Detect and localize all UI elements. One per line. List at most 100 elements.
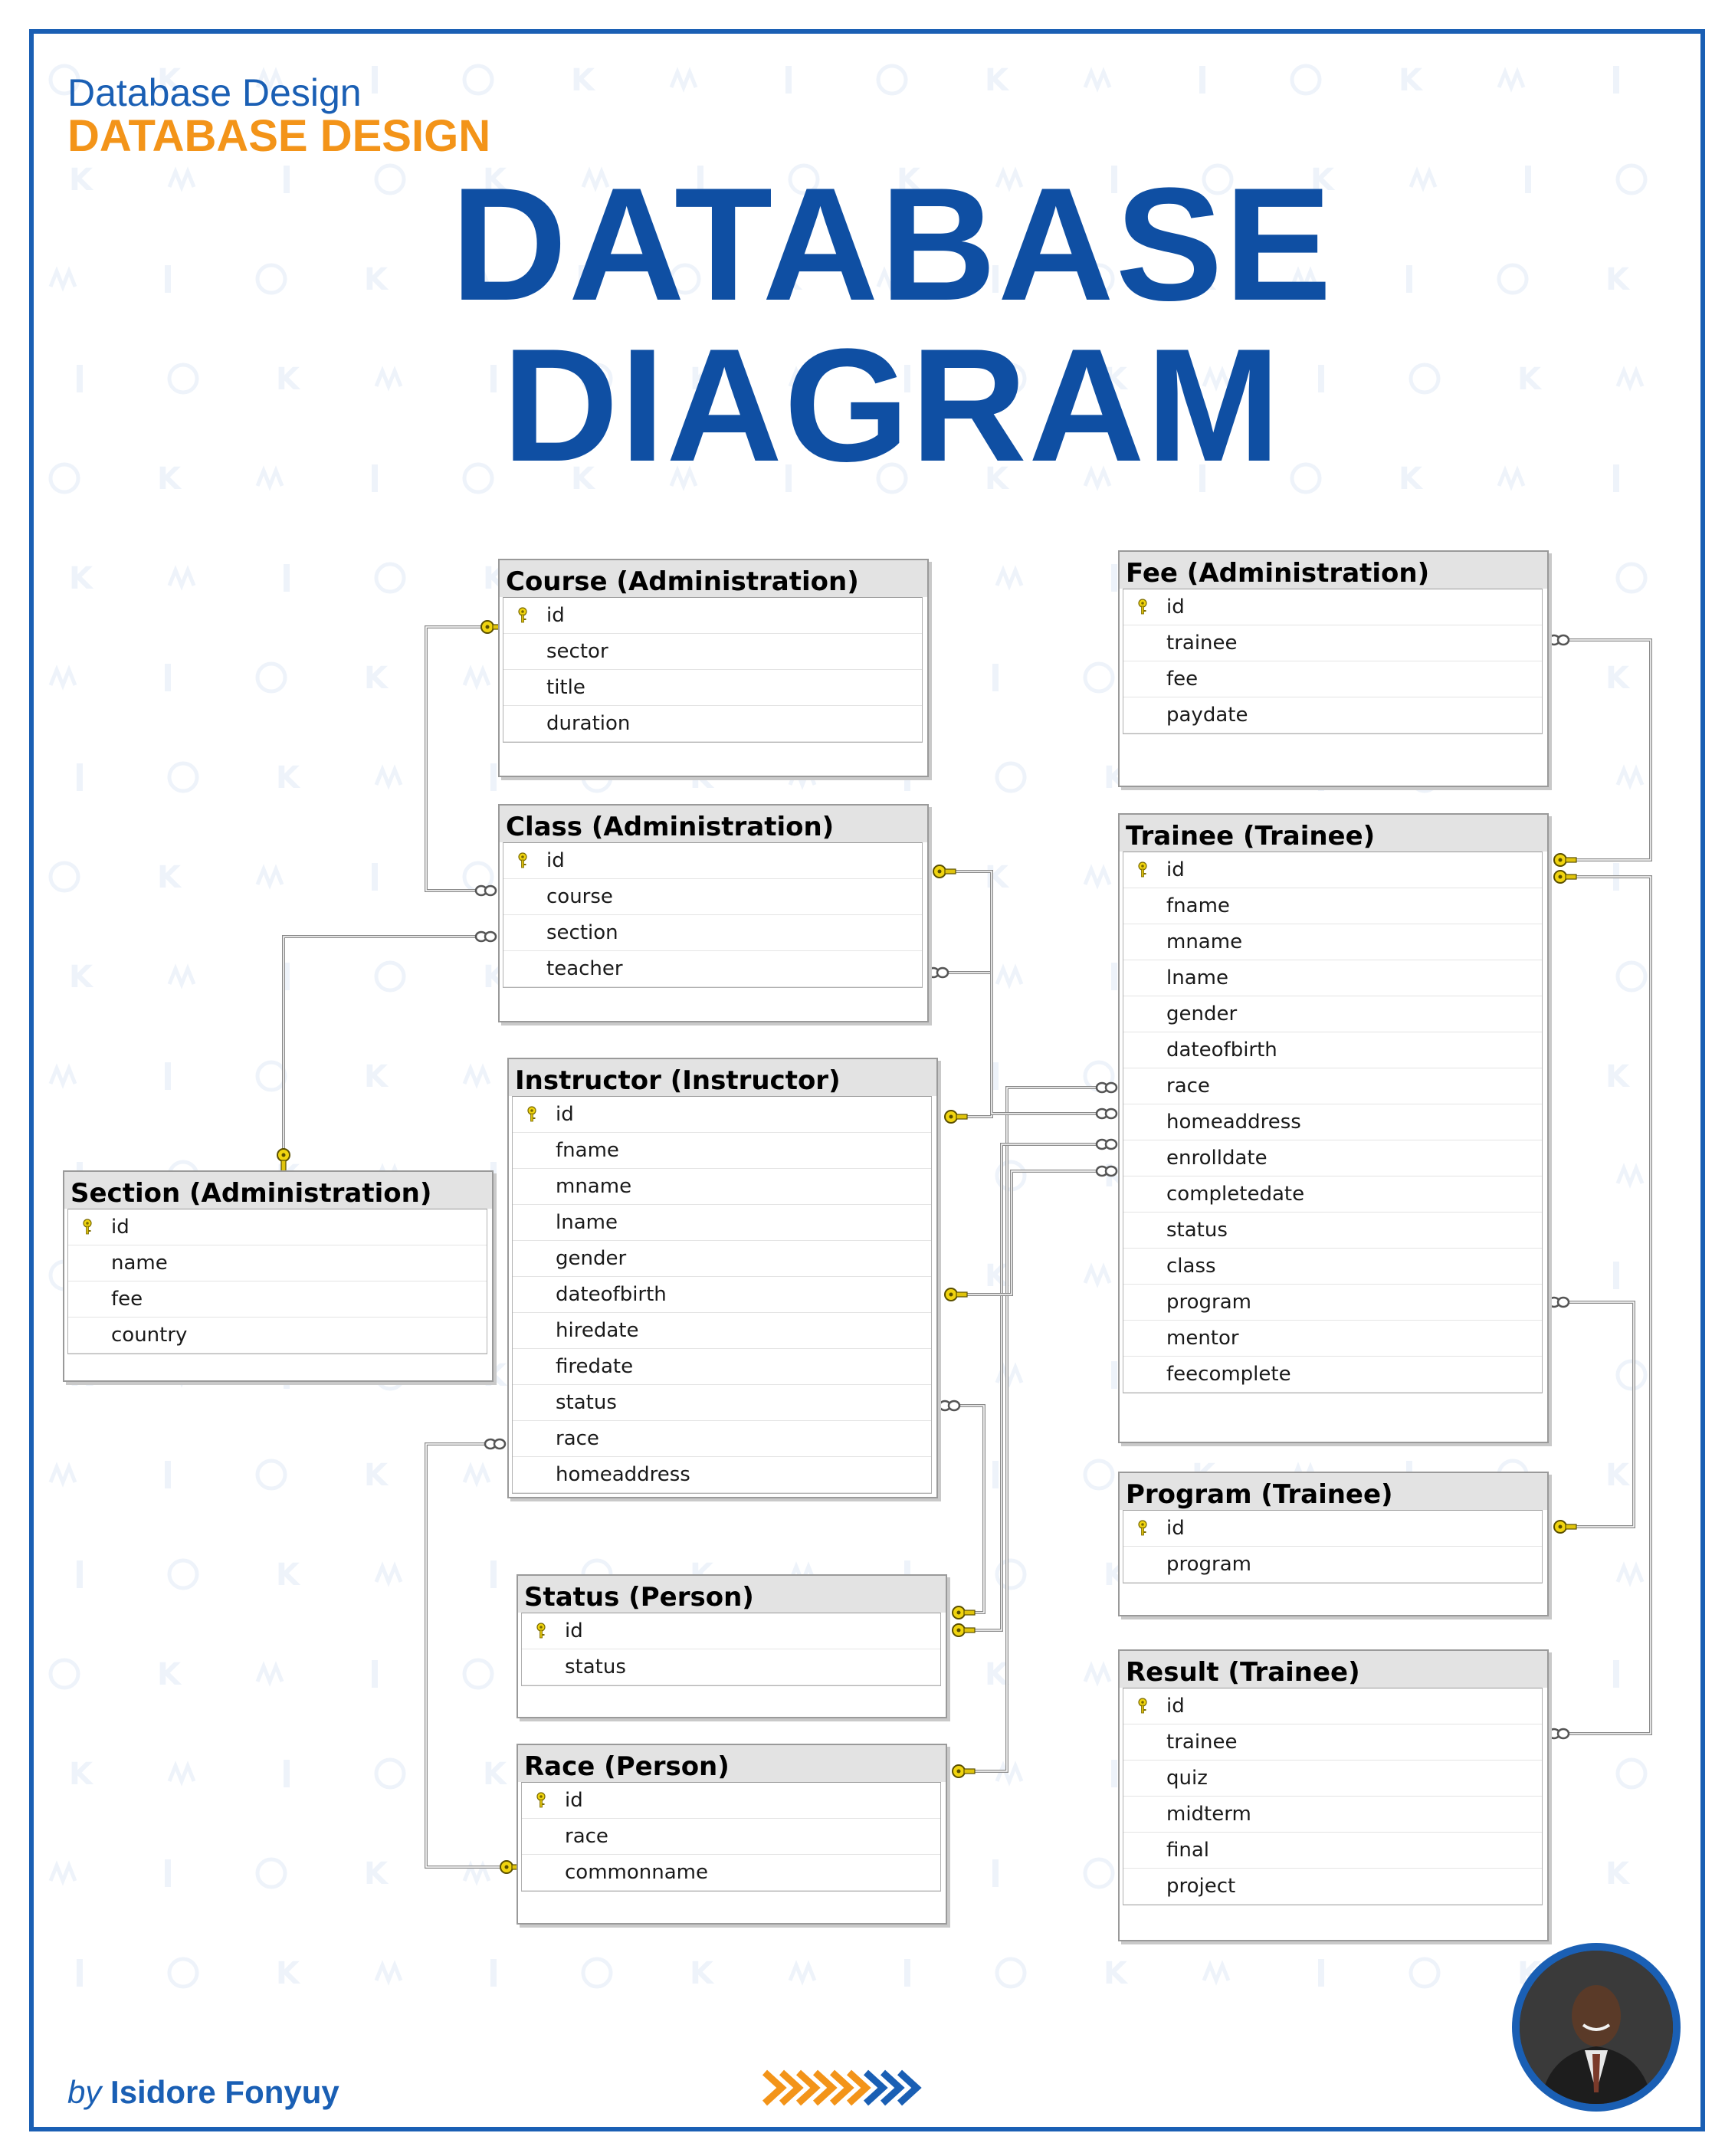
rel-trainee-program[interactable] — [1559, 1301, 1635, 1528]
table-title: Class (Administration) — [500, 806, 927, 842]
primary-key-icon — [1138, 1698, 1147, 1714]
column-row-title[interactable]: title — [503, 670, 922, 706]
column-row-id[interactable]: id — [522, 1783, 940, 1819]
column-row-name[interactable]: name — [68, 1245, 487, 1281]
column-row-commonname[interactable]: commonname — [522, 1855, 940, 1891]
column-row-dateofbirth[interactable]: dateofbirth — [513, 1277, 931, 1313]
column-row-race[interactable]: race — [1123, 1068, 1542, 1104]
rel-result-trainee[interactable] — [1559, 875, 1652, 1735]
rel-result-trainee-highlight — [1559, 876, 1651, 1734]
column-row-final[interactable]: final — [1123, 1833, 1542, 1869]
column-row-program[interactable]: program — [1123, 1285, 1542, 1321]
primary-key-icon — [527, 1106, 536, 1122]
rel-trainee-status-highlight — [957, 1144, 1107, 1631]
column-row-sector[interactable]: sector — [503, 634, 922, 670]
column-row-feecomplete[interactable]: feecomplete — [1123, 1357, 1542, 1393]
primary-key-icon — [518, 852, 527, 868]
key-end-icon — [944, 1288, 968, 1301]
rel-fee-trainee[interactable] — [1559, 638, 1652, 861]
column-row-country[interactable]: country — [68, 1318, 487, 1354]
author-avatar — [1512, 1943, 1681, 2112]
column-row-id[interactable]: id — [503, 843, 922, 879]
column-row-paydate[interactable]: paydate — [1123, 697, 1542, 733]
column-row-fname[interactable]: fname — [513, 1133, 931, 1169]
column-row-race[interactable]: race — [513, 1421, 931, 1457]
column-row-enrolldate[interactable]: enrolldate — [1123, 1140, 1542, 1176]
column-row-gender[interactable]: gender — [1123, 996, 1542, 1032]
column-row-mname[interactable]: mname — [513, 1169, 931, 1205]
rel-trainee-class[interactable] — [938, 870, 1107, 1115]
column-row-homeaddress[interactable]: homeaddress — [1123, 1104, 1542, 1140]
column-row-lname[interactable]: lname — [513, 1205, 931, 1241]
column-row-trainee[interactable]: trainee — [1123, 1724, 1542, 1761]
column-row-id[interactable]: id — [1123, 1511, 1542, 1547]
rel-trainee-status[interactable] — [957, 1143, 1107, 1632]
column-row-lname[interactable]: lname — [1123, 960, 1542, 996]
rel-class-course[interactable] — [425, 625, 486, 892]
column-row-teacher[interactable]: teacher — [503, 951, 922, 987]
column-row-firedate[interactable]: firedate — [513, 1349, 931, 1385]
column-row-dateofbirth[interactable]: dateofbirth — [1123, 1032, 1542, 1068]
column-row-class[interactable]: class — [1123, 1249, 1542, 1285]
column-name: race — [556, 1427, 599, 1450]
rel-class-section[interactable] — [282, 935, 486, 1153]
column-row-race[interactable]: race — [522, 1819, 940, 1855]
column-row-course[interactable]: course — [503, 879, 922, 915]
column-row-id[interactable]: id — [503, 598, 922, 634]
many-end-icon — [1095, 1138, 1118, 1150]
rel-trainee-mentor[interactable] — [949, 1170, 1107, 1296]
column-row-status[interactable]: status — [522, 1649, 940, 1685]
rel-trainee-mentor-highlight — [949, 1170, 1107, 1295]
column-row-id[interactable]: id — [68, 1209, 487, 1245]
column-name: country — [111, 1324, 188, 1347]
column-row-midterm[interactable]: midterm — [1123, 1797, 1542, 1833]
column-row-mentor[interactable]: mentor — [1123, 1321, 1542, 1357]
column-row-fname[interactable]: fname — [1123, 888, 1542, 924]
column-row-gender[interactable]: gender — [513, 1241, 931, 1277]
column-row-fee[interactable]: fee — [1123, 661, 1542, 697]
many-end-icon — [1095, 1081, 1118, 1094]
column-row-id[interactable]: id — [1123, 1688, 1542, 1724]
rel-class-teacher[interactable] — [938, 971, 993, 1118]
column-row-hiredate[interactable]: hiredate — [513, 1313, 931, 1349]
rel-trainee-race[interactable] — [957, 1086, 1107, 1773]
byline-by: by — [67, 2074, 102, 2110]
column-row-trainee[interactable]: trainee — [1123, 625, 1542, 661]
column-row-program[interactable]: program — [1123, 1547, 1542, 1583]
column-row-section[interactable]: section — [503, 915, 922, 951]
column-row-duration[interactable]: duration — [503, 706, 922, 742]
column-row-id[interactable]: id — [522, 1613, 940, 1649]
column-row-id[interactable]: id — [1123, 852, 1542, 888]
column-row-id[interactable]: id — [1123, 589, 1542, 625]
many-end-icon — [926, 966, 949, 979]
key-end-icon — [1553, 1520, 1577, 1534]
column-row-homeaddress[interactable]: homeaddress — [513, 1457, 931, 1493]
author-byline: by Isidore Fonyuy — [67, 2074, 339, 2111]
column-row-id[interactable]: id — [513, 1097, 931, 1133]
column-row-quiz[interactable]: quiz — [1123, 1761, 1542, 1797]
rel-instructor-race[interactable] — [425, 1442, 505, 1869]
column-row-status[interactable]: status — [513, 1385, 931, 1421]
title-line-1: DATABASE — [451, 154, 1333, 334]
column-row-completedate[interactable]: completedate — [1123, 1176, 1542, 1213]
column-row-project[interactable]: project — [1123, 1869, 1542, 1905]
column-row-fee[interactable]: fee — [68, 1281, 487, 1318]
column-name: id — [1166, 596, 1185, 619]
column-row-status[interactable]: status — [1123, 1213, 1542, 1249]
column-name: id — [556, 1103, 574, 1126]
column-row-mname[interactable]: mname — [1123, 924, 1542, 960]
rel-instructor-status[interactable] — [949, 1404, 985, 1614]
column-name: course — [546, 885, 613, 908]
